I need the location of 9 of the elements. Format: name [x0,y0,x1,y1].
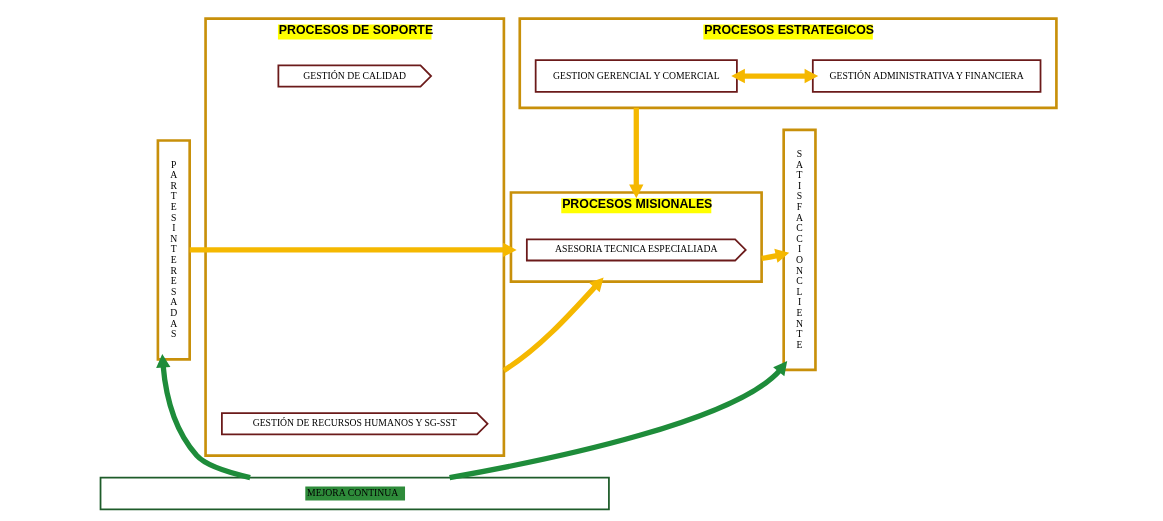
node-box: MEJORA CONTINUA [99,476,610,511]
arrow [628,107,643,199]
arrow [730,68,818,84]
node-box: GESTIÓN ADMINISTRATIVA Y FINANCIERA [811,59,1041,93]
node-box: GESTION GERENCIAL Y COMERCIAL [534,59,738,93]
arrow [501,277,604,373]
node-box: P A R T E S I N T E R E S A D A S [156,139,191,361]
node-box: S A T I S F A C C I O N C L I E N T E [781,128,817,372]
arrow [189,242,517,258]
